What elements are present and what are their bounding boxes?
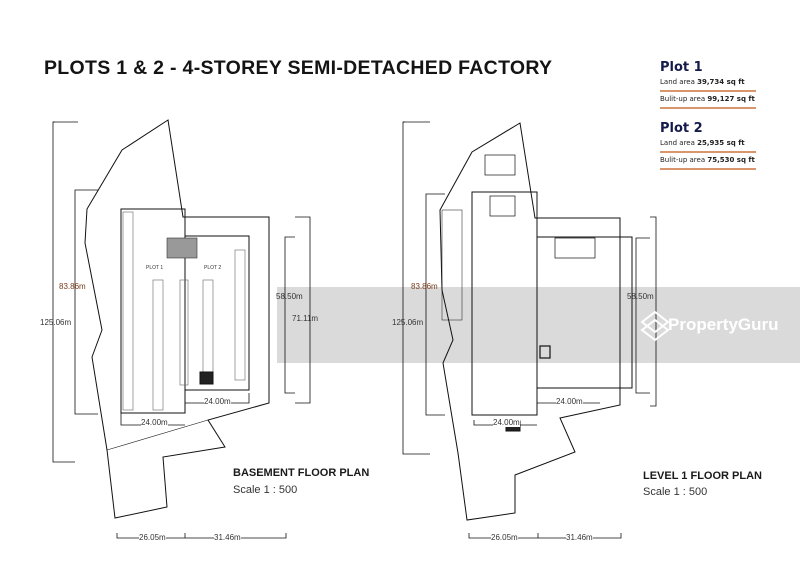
basement-plan	[52, 119, 311, 539]
dim-width-right: 24.00m	[204, 397, 231, 406]
land-area-label: Land area	[660, 139, 695, 147]
basement-scale: Scale 1 : 500	[233, 484, 298, 496]
plot1-name: Plot 1	[660, 60, 703, 75]
level1-site-outline	[439, 122, 621, 521]
plot1-info: Plot 1 Land area 39,734 sq ft Bulit-up a…	[660, 60, 756, 109]
basement-site-outline	[84, 119, 270, 519]
plot2-building	[184, 235, 250, 391]
level1-plot2-building	[536, 236, 633, 389]
page-title: PLOTS 1 & 2 - 4-STOREY SEMI-DETACHED FAC…	[44, 57, 553, 79]
level1-scale: Scale 1 : 500	[643, 486, 708, 498]
plot2-label: PLOT 2	[204, 265, 222, 271]
dim-total-height: 125.06m	[40, 318, 72, 327]
watermark-text: PropertyGuru	[668, 315, 779, 334]
plot2-name: Plot 2	[660, 121, 703, 136]
builtup-area-label: Bulit-up area	[660, 156, 706, 164]
dim-right-inner: 58.50m	[627, 292, 654, 301]
builtup-area-label: Bulit-up area	[660, 95, 706, 103]
dim-right-outer: 71.11m	[292, 314, 319, 323]
builtup-area-value: 99,127 sq ft	[707, 95, 755, 103]
basement-plan-title: BASEMENT FLOOR PLAN	[233, 467, 370, 479]
dim-total-height: 125.06m	[392, 318, 424, 327]
land-area-label: Land area	[660, 78, 695, 86]
dim-right-inner: 58.50m	[276, 292, 303, 301]
dim-width-left: 24.00m	[493, 418, 520, 427]
dim-left-height: 83.86m	[411, 282, 438, 291]
builtup-area-value: 75,530 sq ft	[707, 156, 755, 164]
plot2-info: Plot 2 Land area 25,935 sq ft Bulit-up a…	[660, 121, 756, 170]
dim-width-left: 24.00m	[141, 418, 168, 427]
dim-bottom-right: 31.46m	[214, 533, 241, 542]
dim-bottom-right: 31.46m	[566, 533, 593, 542]
watermark-band	[277, 287, 800, 363]
dim-bottom-left: 26.05m	[139, 533, 166, 542]
level1-plan-title: LEVEL 1 FLOOR PLAN	[643, 470, 762, 482]
watermark-logo-icon	[640, 310, 670, 342]
plot1-label: PLOT 1	[146, 265, 164, 271]
land-area-value: 25,935 sq ft	[697, 139, 745, 147]
dim-bottom-left: 26.05m	[491, 533, 518, 542]
dim-left-height: 83.86m	[59, 282, 86, 291]
land-area-value: 39,734 sq ft	[697, 78, 745, 86]
dim-width-right: 24.00m	[556, 397, 583, 406]
